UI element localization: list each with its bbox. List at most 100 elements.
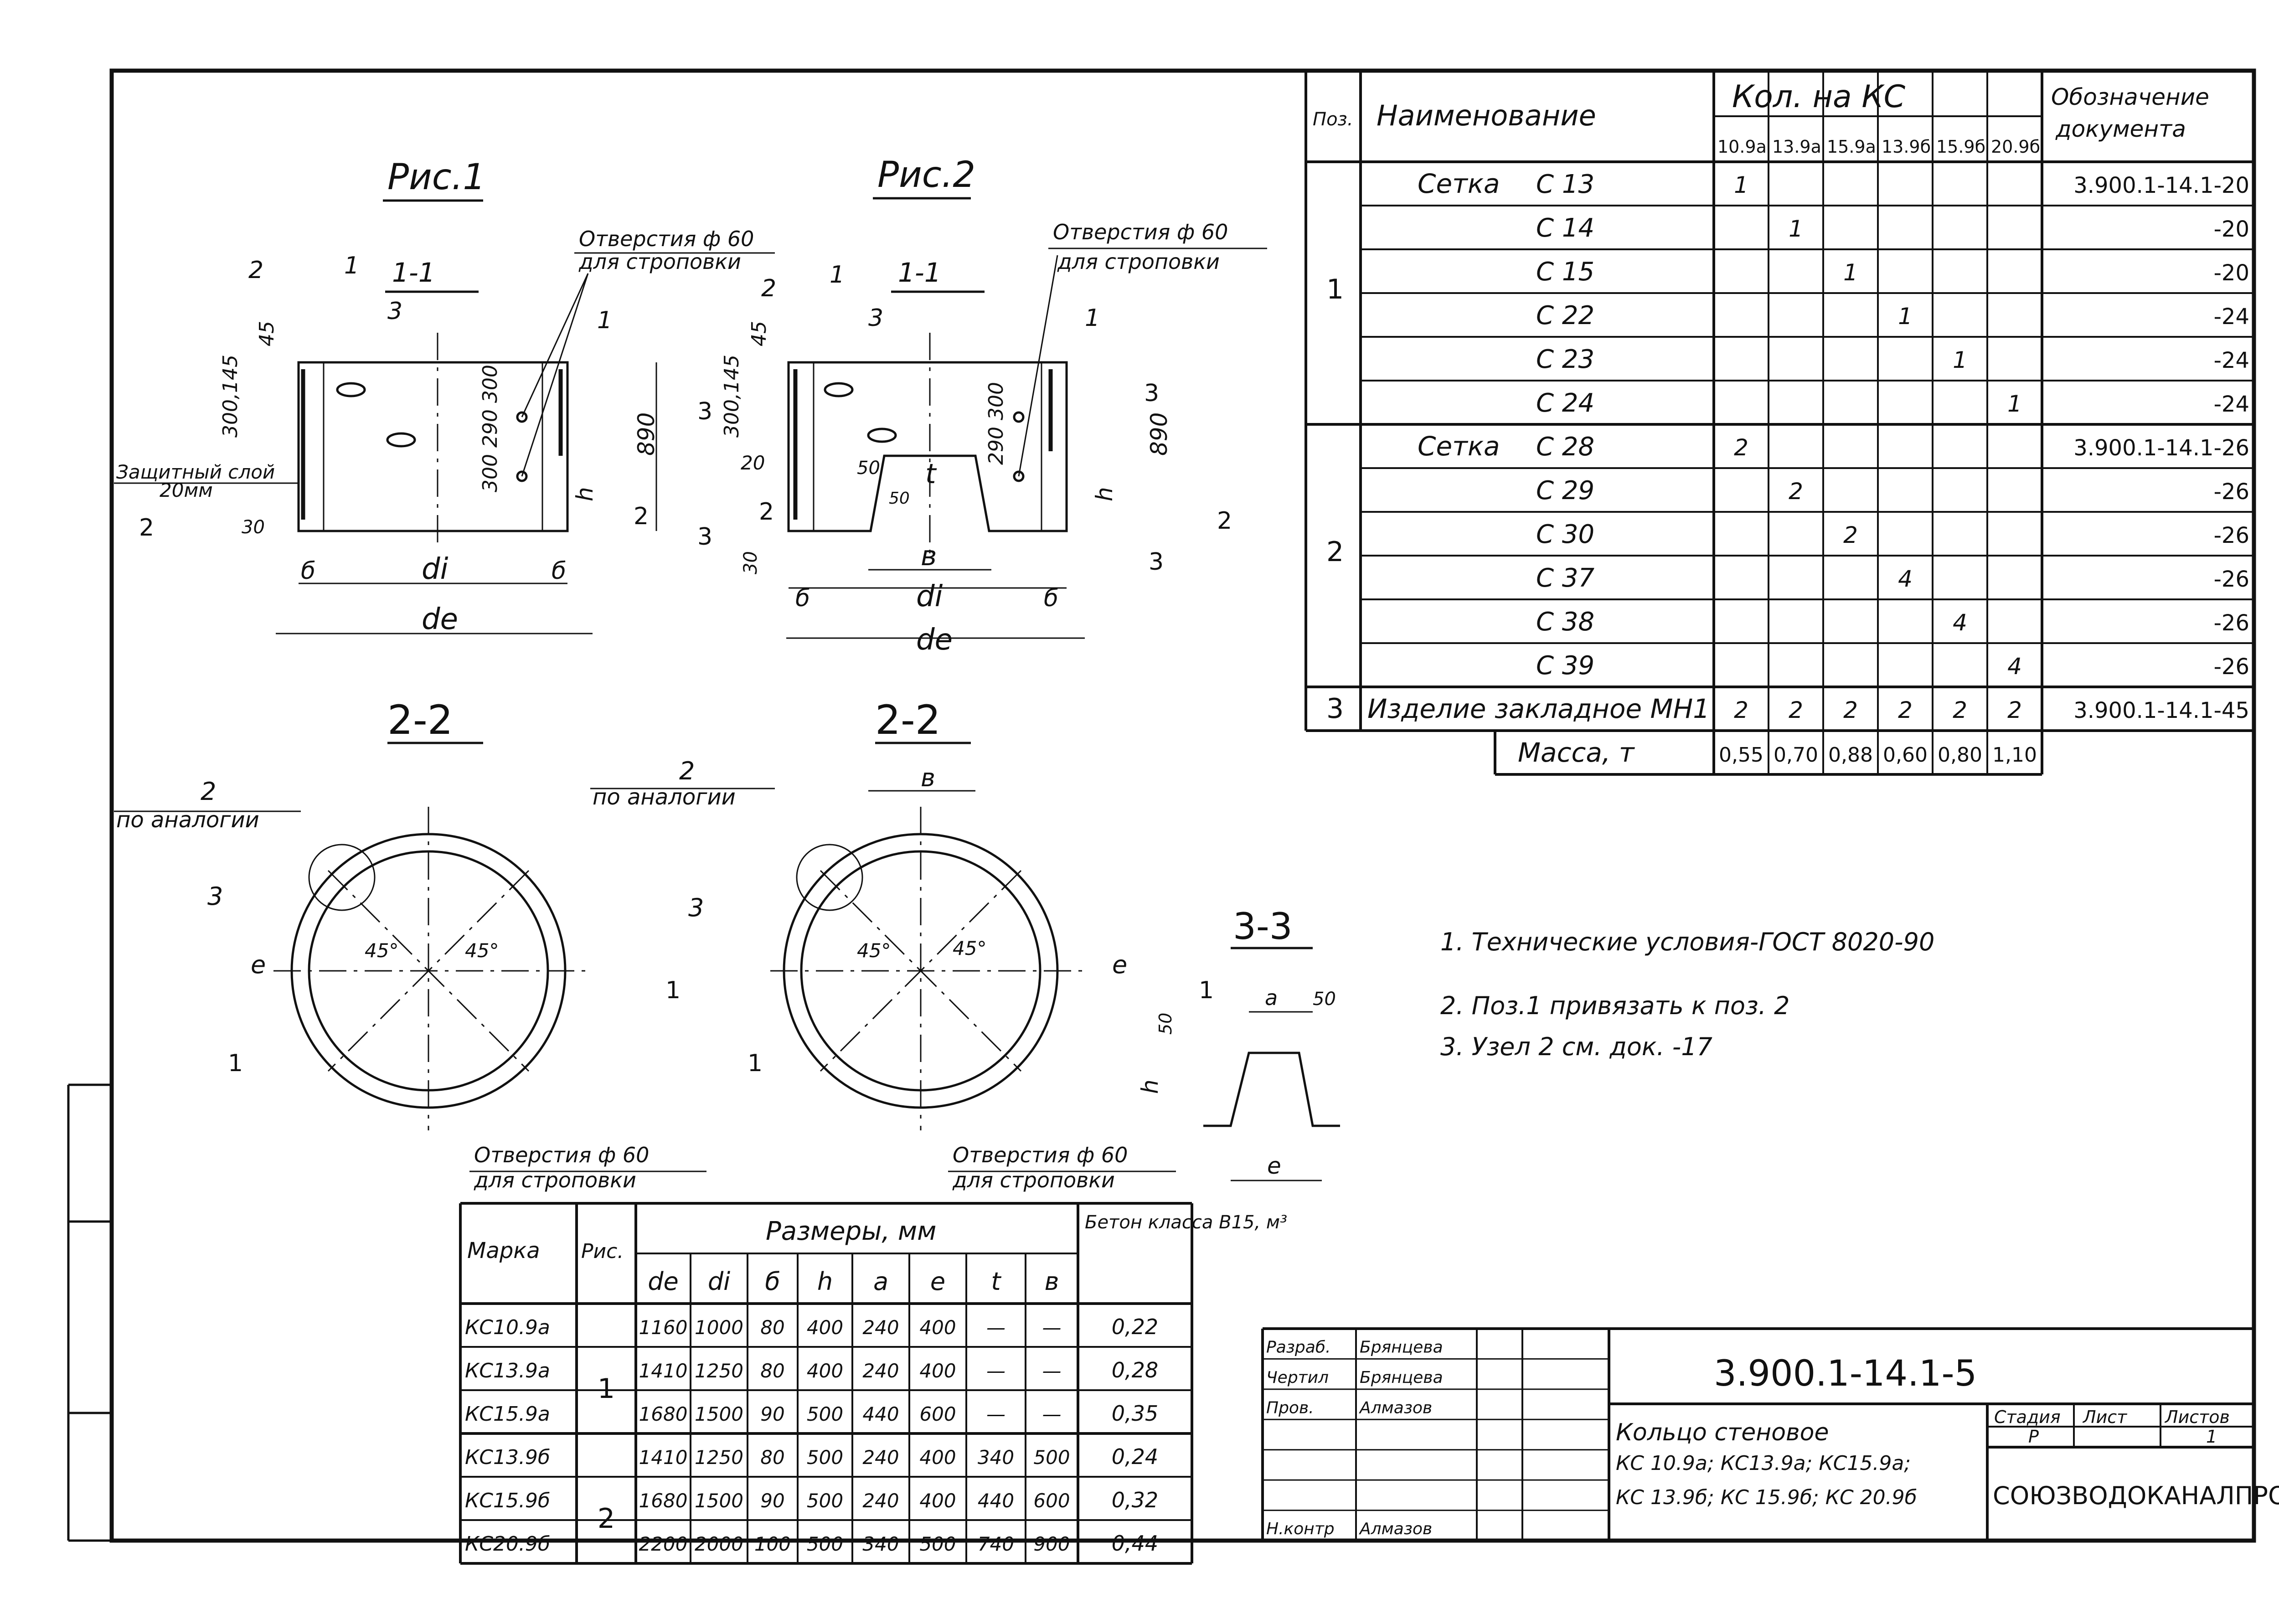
svg-text:Отверстия ф 60: Отверстия ф 60 <box>579 227 754 251</box>
section-3-3-profile <box>1203 1052 1340 1127</box>
dims-value: — <box>1042 1403 1062 1425</box>
fig1-embedded-loop <box>386 432 416 448</box>
dims-value: 500 <box>807 1533 843 1555</box>
sheet-frame <box>109 68 2256 1543</box>
spec-header-doc: Обозначение <box>2051 84 2209 110</box>
svg-text:3: 3 <box>697 523 712 551</box>
spec-name: С 37 <box>1536 563 1595 593</box>
spec-doc: -20 <box>2214 217 2249 242</box>
dims-value: 900 <box>1033 1533 1070 1555</box>
svg-text:890: 890 <box>633 412 660 456</box>
spec-name: С 28 <box>1536 432 1594 462</box>
spec-doc: -26 <box>2214 654 2249 680</box>
dims-value: 500 <box>1033 1446 1070 1469</box>
svg-text:2: 2 <box>679 757 695 785</box>
dims-value: 400 <box>919 1316 956 1339</box>
fig2-ring-outline <box>787 361 1068 532</box>
dims-col-header: dе <box>648 1267 679 1296</box>
spec-qty: 4 <box>2007 653 2022 680</box>
spec-qty: 2 <box>1953 697 1967 723</box>
dims-value: — <box>1042 1316 1062 1339</box>
spec-mass-label: Масса, т <box>1518 737 1635 768</box>
svg-text:Отверстия ф 60: Отверстия ф 60 <box>1053 220 1228 244</box>
dims-value: 1000 <box>695 1316 743 1339</box>
fig1-hole <box>516 470 528 482</box>
svg-text:1: 1 <box>344 252 359 279</box>
spec-col-header: 15.9а <box>1827 137 1876 157</box>
spec-qty: 1 <box>1843 259 1858 286</box>
svg-text:20мм: 20мм <box>160 479 213 501</box>
spec-doc: -26 <box>2214 567 2249 592</box>
svg-text:2: 2 <box>759 498 774 526</box>
svg-text:б: б <box>552 557 566 585</box>
dims-value: 400 <box>919 1490 956 1512</box>
dims-header-mark: Марка <box>467 1238 540 1263</box>
spec-pos: 3 <box>1326 693 1344 725</box>
dims-value: 340 <box>862 1533 899 1555</box>
fig1-elevation: Рис.1 1-1 di dе б б 890 300,145 300 290 … <box>114 157 775 636</box>
svg-text:h: h <box>1137 1079 1163 1094</box>
tb-stage: Р <box>2028 1427 2039 1447</box>
dims-value: 240 <box>862 1316 899 1339</box>
dims-fig: 1 <box>598 1373 615 1405</box>
tb-role: Разраб. <box>1266 1338 1330 1356</box>
dims-value: — <box>986 1360 1005 1382</box>
tb-name: Алмазов <box>1359 1398 1432 1417</box>
dims-value: 1410 <box>639 1446 688 1469</box>
tb-sheets-label: Листов <box>2164 1407 2230 1427</box>
spec-name: С 39 <box>1536 651 1594 681</box>
note-2: 2. Поз.1 привязать к поз. 2 <box>1440 991 1790 1020</box>
svg-text:300,145: 300,145 <box>219 355 242 438</box>
svg-text:45: 45 <box>748 321 771 346</box>
svg-text:Отверстия ф 60: Отверстия ф 60 <box>474 1143 649 1167</box>
tb-name: Алмазов <box>1359 1520 1432 1538</box>
dims-value: 1250 <box>695 1446 743 1469</box>
spec-doc: -24 <box>2214 304 2249 330</box>
svg-text:е: е <box>251 950 266 979</box>
svg-text:1: 1 <box>830 261 845 289</box>
svg-text:3: 3 <box>1149 548 1164 576</box>
spec-name: С 23 <box>1536 345 1594 374</box>
spec-group: Сетка <box>1418 168 1500 199</box>
spec-mass: 0,88 <box>1828 743 1873 767</box>
svg-text:45°: 45° <box>465 939 499 962</box>
dims-value: 1250 <box>695 1360 743 1382</box>
spec-qty: 1 <box>1898 303 1913 330</box>
spec-group: Изделие закладное МН1 <box>1367 693 1710 724</box>
dims-value: 90 <box>760 1403 784 1425</box>
dims-value: 1680 <box>639 1490 688 1512</box>
spec-col-header: 20.9б <box>1991 137 2040 157</box>
spec-header-pos: Поз. <box>1313 109 1353 130</box>
spec-header-name: Наименование <box>1377 99 1596 132</box>
dims-value: 1500 <box>695 1403 743 1425</box>
dims-value: 90 <box>760 1490 784 1512</box>
svg-text:di: di <box>916 580 943 614</box>
svg-text:1: 1 <box>665 977 681 1004</box>
svg-text:1-1: 1-1 <box>898 257 941 288</box>
svg-text:300 290 300: 300 290 300 <box>479 365 502 492</box>
dims-value: 600 <box>1033 1490 1070 1512</box>
svg-text:50: 50 <box>1313 989 1336 1010</box>
spec-mass: 0,70 <box>1774 743 1818 767</box>
svg-text:б: б <box>795 585 810 612</box>
spec-qty: 1 <box>1789 216 1803 242</box>
spec-group: Сетка <box>1418 431 1500 462</box>
svg-text:50: 50 <box>1155 1013 1176 1035</box>
tb-sheets: 1 <box>2206 1427 2217 1447</box>
tb-role: Пров. <box>1266 1398 1314 1417</box>
section-2-2-right: 2-2 в 45° 45° 2 по аналогии 3 е Отверсти… <box>590 696 1214 1192</box>
dims-value: 80 <box>760 1316 784 1339</box>
spec-name: С 30 <box>1536 520 1594 549</box>
spec-name: С 29 <box>1536 476 1594 505</box>
spec-name: С 24 <box>1536 388 1594 418</box>
dims-value: 2200 <box>639 1533 688 1555</box>
spec-mass: 0,55 <box>1719 743 1763 767</box>
spec-doc: -20 <box>2214 260 2249 286</box>
spec-name: С 15 <box>1536 257 1594 287</box>
dims-value: 80 <box>760 1360 784 1382</box>
dims-value: 500 <box>807 1446 843 1469</box>
svg-text:3-3: 3-3 <box>1233 905 1293 948</box>
dims-col-header: б <box>765 1267 780 1296</box>
